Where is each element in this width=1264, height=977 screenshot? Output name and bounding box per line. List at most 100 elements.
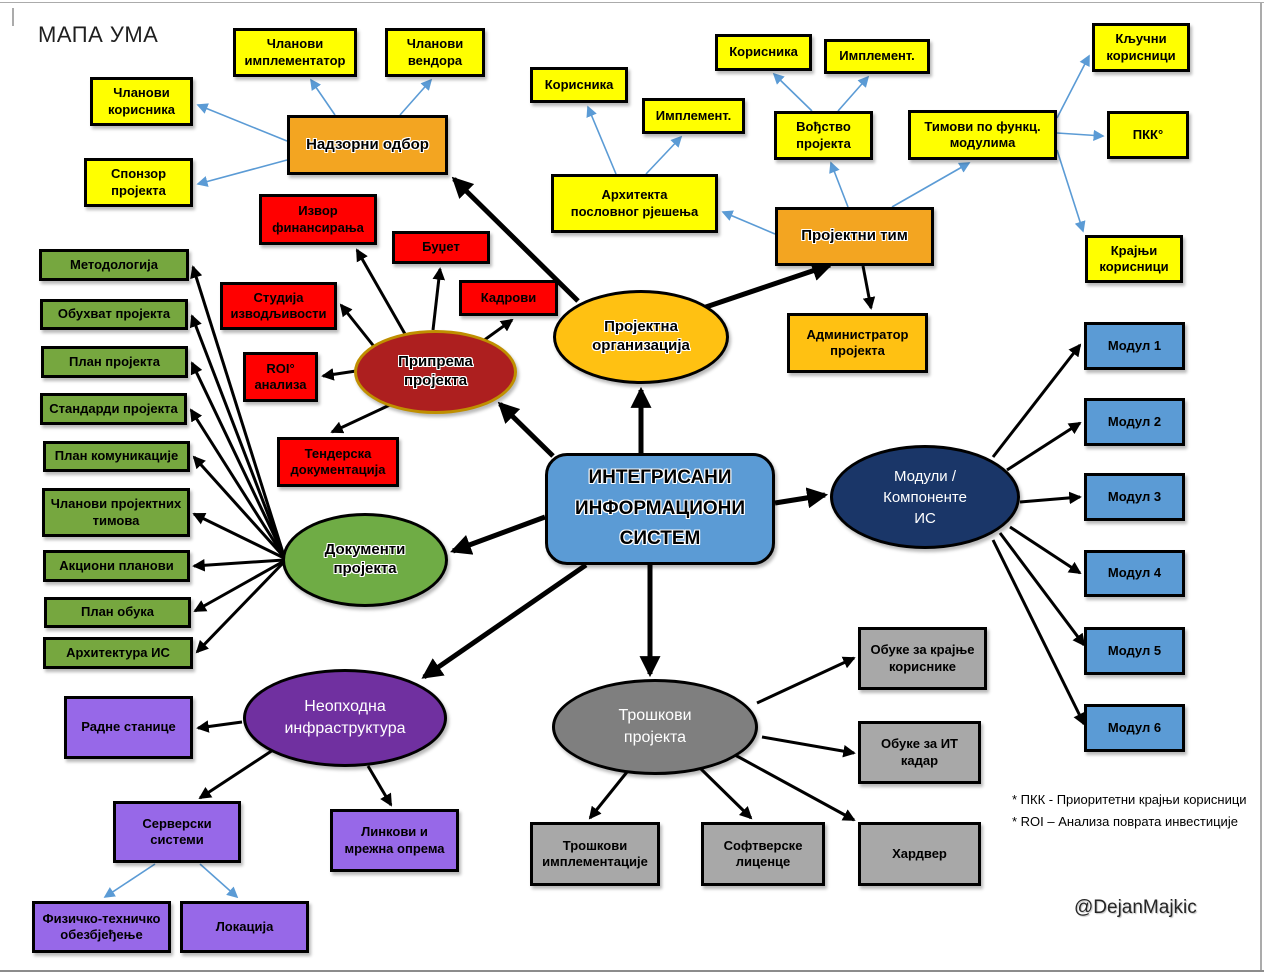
edge-moduli-to-modul-3 [1019,491,1082,505]
node-arhitektura-is: Архитектура ИС [43,637,193,669]
node-obuke-za-it-kadar: Обуке за ИТ кадар [858,721,981,784]
node-softverske-licence: Софтверске лиценце [701,822,825,886]
node-clanovi-korisnika: Чланови корисника [90,77,193,126]
node-akcioni-planovi: Акциони планови [43,550,190,582]
footnote-pkk: * ПКК - Приоритетни крајњи корисници [1012,792,1247,807]
node-plan-komunikacije: План комуникације [43,441,190,472]
node-administrator-projekta: Администратор пројекта [787,313,928,373]
edge-iis-to-dokumenti-projekta [450,514,546,555]
edge-priprema-to-kadrovi [482,318,514,343]
node-krajnji-korisnici: Крајњи корисници [1085,235,1183,283]
node-serverski-sistemi: Серверски системи [113,801,241,863]
edge-vodjstvo-to-korisnika-b [772,72,813,112]
edge-projektna-organizacija-to-projektni-tim [699,260,833,312]
node-vodjstvo-projekta: Вођство пројекта [774,111,873,160]
node-modul-1: Модул 1 [1084,322,1185,370]
edge-dokumenti-to-clanovi-timova [192,512,285,560]
edge-troskovi-to-hardver [734,753,856,822]
node-modul-4: Модул 4 [1084,550,1185,597]
node-plan-obuka: План обука [44,597,191,628]
author-signature: @DejanMajkic [1074,897,1197,918]
edge-priprema-to-izvor-finansiranja [355,248,407,335]
node-troskovi-projekta: Трошкови пројекта [552,679,758,775]
node-implement-a: Имплемент. [642,98,745,134]
node-nadzorni-odbor: Надзорни одбор [287,115,448,175]
edge-moduli-to-modul-1 [991,343,1082,458]
edge-moduli-to-modul-2 [1006,421,1082,472]
edge-projektni-tim-to-vodjstvo [829,161,849,208]
footnotes: * ПКК - Приоритетни крајњи корисници * R… [1012,789,1247,833]
node-modul-2: Модул 2 [1084,398,1185,446]
edge-timovi-to-pkk [1056,129,1105,141]
node-tenderska-dokumentacija: Тендерска документација [277,437,399,487]
node-neophodna-infrastruktura: Неопходна инфраструктура [243,669,447,767]
edge-priprema-to-tenderska [330,401,395,434]
node-obuhvat-projekta: Обухват пројекта [40,299,188,330]
node-clanovi-implementator: Чланови имплементатор [233,28,357,77]
edge-iis-to-infrastruktura [421,562,588,680]
footnote-roi: * ROI – Анализа поврата инвестиције [1012,814,1238,830]
edge-priprema-to-budzet [431,267,446,331]
node-timovi-po-funkc-modulima: Тимови по функц. модулима [908,110,1057,160]
edge-dokumenti-to-standardi [189,408,286,558]
edge-nadzorni-to-implementator [310,78,336,116]
edge-timovi-to-krajnji-korisnici [1056,149,1086,233]
page-border-right [1260,2,1262,971]
node-modul-3: Модул 3 [1084,473,1185,521]
edge-moduli-to-modul-6 [991,539,1086,726]
edge-troskovi-to-obuke-it [761,735,856,758]
edge-infrastruktura-to-linkovi [366,765,393,807]
node-hardver: Хардвер [858,822,981,886]
edge-nadzorni-to-korisnici [196,103,288,142]
node-dokumenti-projekta: Документи пројекта [282,513,448,607]
page-border-top [0,2,1264,3]
node-radne-stanice: Радне станице [64,696,193,759]
edge-vodjstvo-to-implement-b [837,75,870,112]
node-integrisani-informacioni-sistem: ИНТЕГРИСАНИ ИНФОРМАЦИОНИ СИСТЕМ [545,453,775,565]
edge-infrastruktura-to-serverski [198,748,274,800]
edge-infrastruktura-to-radne-stanice [196,720,243,733]
edge-troskovi-to-licence [698,766,753,820]
edge-dokumenti-to-obuhvat [189,314,286,557]
node-troskovi-implementacije: Трошкови имплементације [530,822,660,886]
edge-projektni-tim-to-timovi [891,162,971,208]
node-pkk: ПКК° [1107,111,1189,159]
node-modul-6: Модул 6 [1084,704,1185,752]
node-kadrovi: Кадрови [459,280,558,316]
edge-nadzorni-to-vendori [399,78,433,116]
edge-dokumenti-to-plan-obuka [193,559,285,613]
edge-iis-to-priprema-projekta [497,401,555,458]
edge-troskovi-to-obuke-krajnji [756,656,856,705]
edge-dokumenti-to-plan-komunikacije [192,455,286,559]
node-studija-izvodljivosti: Студија изводљивости [220,282,337,330]
node-lokacija: Локација [180,901,309,953]
edge-arhitekta-to-implement-a [645,135,683,175]
node-clanovi-projektnih-timova: Чланови пројектних тимова [42,488,190,537]
node-sponzor-projekta: Спонзор пројекта [84,158,193,207]
node-kljucni-korisnici: Кључни корисници [1092,23,1190,72]
edge-dokumenti-to-metodologija [190,265,286,557]
node-modul-5: Модул 5 [1084,627,1185,675]
node-korisnika-b: Корисника [715,34,812,71]
edge-troskovi-to-implementacija [588,771,629,820]
edge-dokumenti-to-plan-projekta [190,361,286,557]
edge-serverski-to-lokacija [199,863,239,899]
page-border-tick [12,8,14,26]
edge-arhitekta-to-korisnika-a [586,105,617,175]
node-priprema-projekta: Припрема пројекта [354,330,517,414]
node-plan-projekta: План пројекта [41,346,188,378]
node-projektni-tim: Пројектни тим [775,207,934,266]
edge-dokumenti-to-akcioni-planovi [192,558,285,572]
page-border-bottom [0,970,1264,972]
page-title: МАПА УМА [38,22,159,47]
node-moduli-komponente-is: Модули / Компоненте ИС [830,445,1020,549]
node-metodologija: Методологија [39,249,189,281]
node-implement-b: Имплемент. [824,39,930,74]
node-obuke-za-krajnje-korisnike: Обуке за крајње кориснике [858,627,987,690]
edge-timovi-to-kljucni-korisnici [1056,54,1090,119]
node-fizicko-tehnicko-obezbjedjenje: Физичко-техничко обезбјеђење [32,901,171,953]
edge-iis-to-moduli [774,487,829,509]
edge-moduli-to-modul-5 [998,532,1086,647]
node-clanovi-vendora: Чланови вендора [385,28,485,77]
